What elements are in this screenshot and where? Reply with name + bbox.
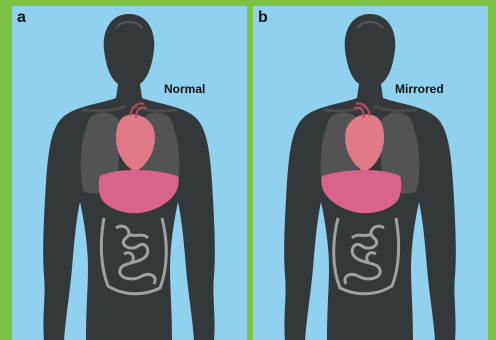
panel-b-mirrored: b Mirrored	[253, 6, 488, 340]
panel-label-mirrored: Mirrored	[395, 82, 444, 96]
body-illustration-normal	[12, 6, 247, 340]
panel-letter-b: b	[258, 10, 268, 26]
body-illustration-mirrored	[253, 6, 488, 340]
panel-a-normal: a Normal	[12, 6, 247, 340]
panel-label-normal: Normal	[164, 82, 205, 96]
panel-letter-a: a	[17, 10, 26, 26]
